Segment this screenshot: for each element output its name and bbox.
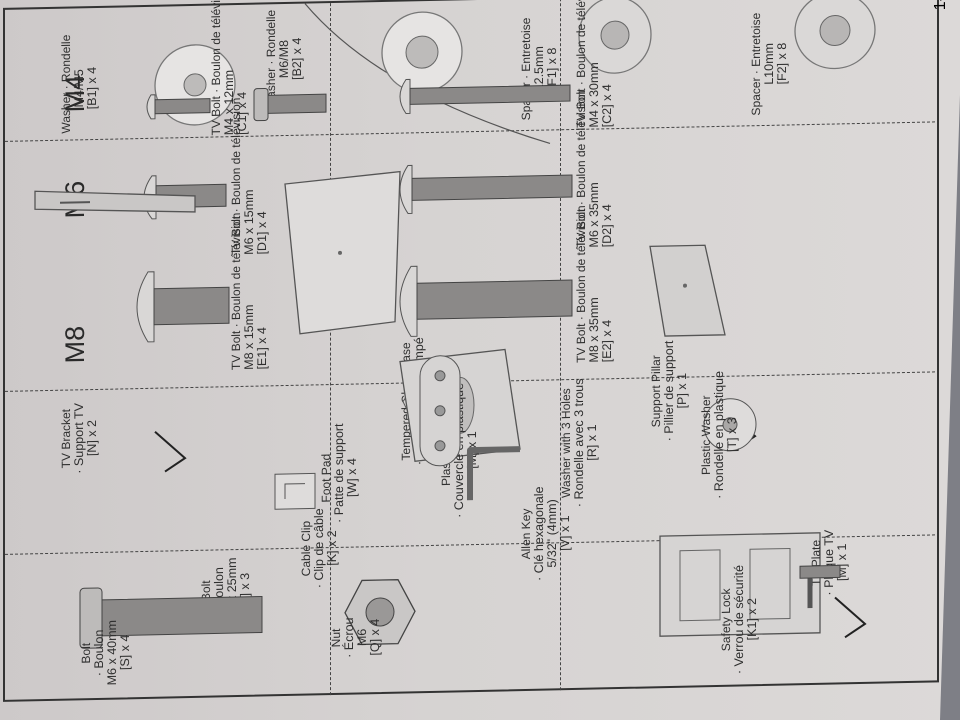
page-number: 1-1	[932, 0, 950, 10]
part-code: [E2] x 4	[600, 319, 614, 363]
allen-key-icon	[467, 446, 520, 501]
part-code: [Q] x 4	[368, 618, 382, 656]
part-code: [R] x 1	[585, 424, 599, 461]
tv-bolt-icon	[136, 271, 230, 343]
part-code: [W] x 4	[345, 458, 359, 498]
spacer-f2-label: Spacer · Entretoise L10mm [F2] x 8	[749, 8, 789, 119]
cable-clip-icon	[274, 472, 316, 510]
nut-icon	[344, 579, 416, 646]
tv-bolt-icon	[399, 78, 571, 115]
part-code: [E1] x 4	[255, 326, 269, 370]
part-code: [S] x 4	[118, 634, 132, 671]
part-code: [D2] x 4	[600, 204, 614, 248]
section-m4: M4	[60, 74, 90, 113]
support-pillar-label: Support Pillar · Pillier de support [P] …	[649, 331, 689, 452]
tv-bracket-icon	[34, 190, 196, 213]
tv-bolt-icon	[399, 164, 573, 214]
allen-key-label: Allen Key · Clé hexagonale 5/32" (4mm) […	[519, 453, 572, 614]
section-m8: M8	[60, 325, 90, 364]
spacer-icon	[578, 0, 652, 74]
tv-plate-icon	[659, 532, 821, 637]
part-code: [N] x 2	[85, 419, 99, 457]
part-code: [F2] x 8	[775, 42, 789, 85]
part-code: [V] x 1	[558, 515, 572, 552]
bolt-icon	[79, 587, 263, 649]
tv-bolt-e2-label: TV Bolt · Boulon de télévision M8 x 35mm…	[574, 205, 614, 363]
safety-lock-label: Safety Lock · Verrou de sécurité [K1] x …	[719, 554, 759, 685]
check-mark-icon	[834, 596, 867, 639]
plastic-washer-icon	[703, 398, 757, 452]
check-mark-icon	[154, 430, 187, 473]
safety-lock-icon	[799, 564, 841, 609]
tv-bracket-label: TV Bracket · Support TV [N] x 2	[59, 398, 99, 479]
part-code: [K1] x 2	[745, 597, 759, 641]
part-code: [D1] x 4	[255, 211, 269, 255]
part-code: [P] x 1	[675, 372, 689, 409]
part-code: [C2] x 4	[600, 84, 614, 128]
part-code: [T] x 3	[725, 417, 739, 453]
tv-bolt-e1-label: TV Bolt · Boulon de télévision M8 x 15mm…	[229, 212, 269, 370]
bolt-icon	[253, 87, 327, 122]
spacer-icon	[794, 0, 876, 70]
washer-3-holes-icon	[419, 355, 461, 467]
support-pillar-icon	[649, 244, 726, 337]
plastic-washer-label: Plastic Washer · Rondelle en plastique […	[699, 365, 739, 506]
tv-bolt-icon	[146, 94, 211, 120]
glass-base-icon	[284, 170, 401, 335]
washer-icon	[381, 11, 463, 93]
tv-bolt-icon	[399, 265, 573, 337]
bolt-s-label: Bolt · Boulon M6 x 40mm [S] x 4	[79, 607, 132, 698]
nut-q-label: Nut · Écrou M6 [Q] x 4	[329, 587, 382, 688]
